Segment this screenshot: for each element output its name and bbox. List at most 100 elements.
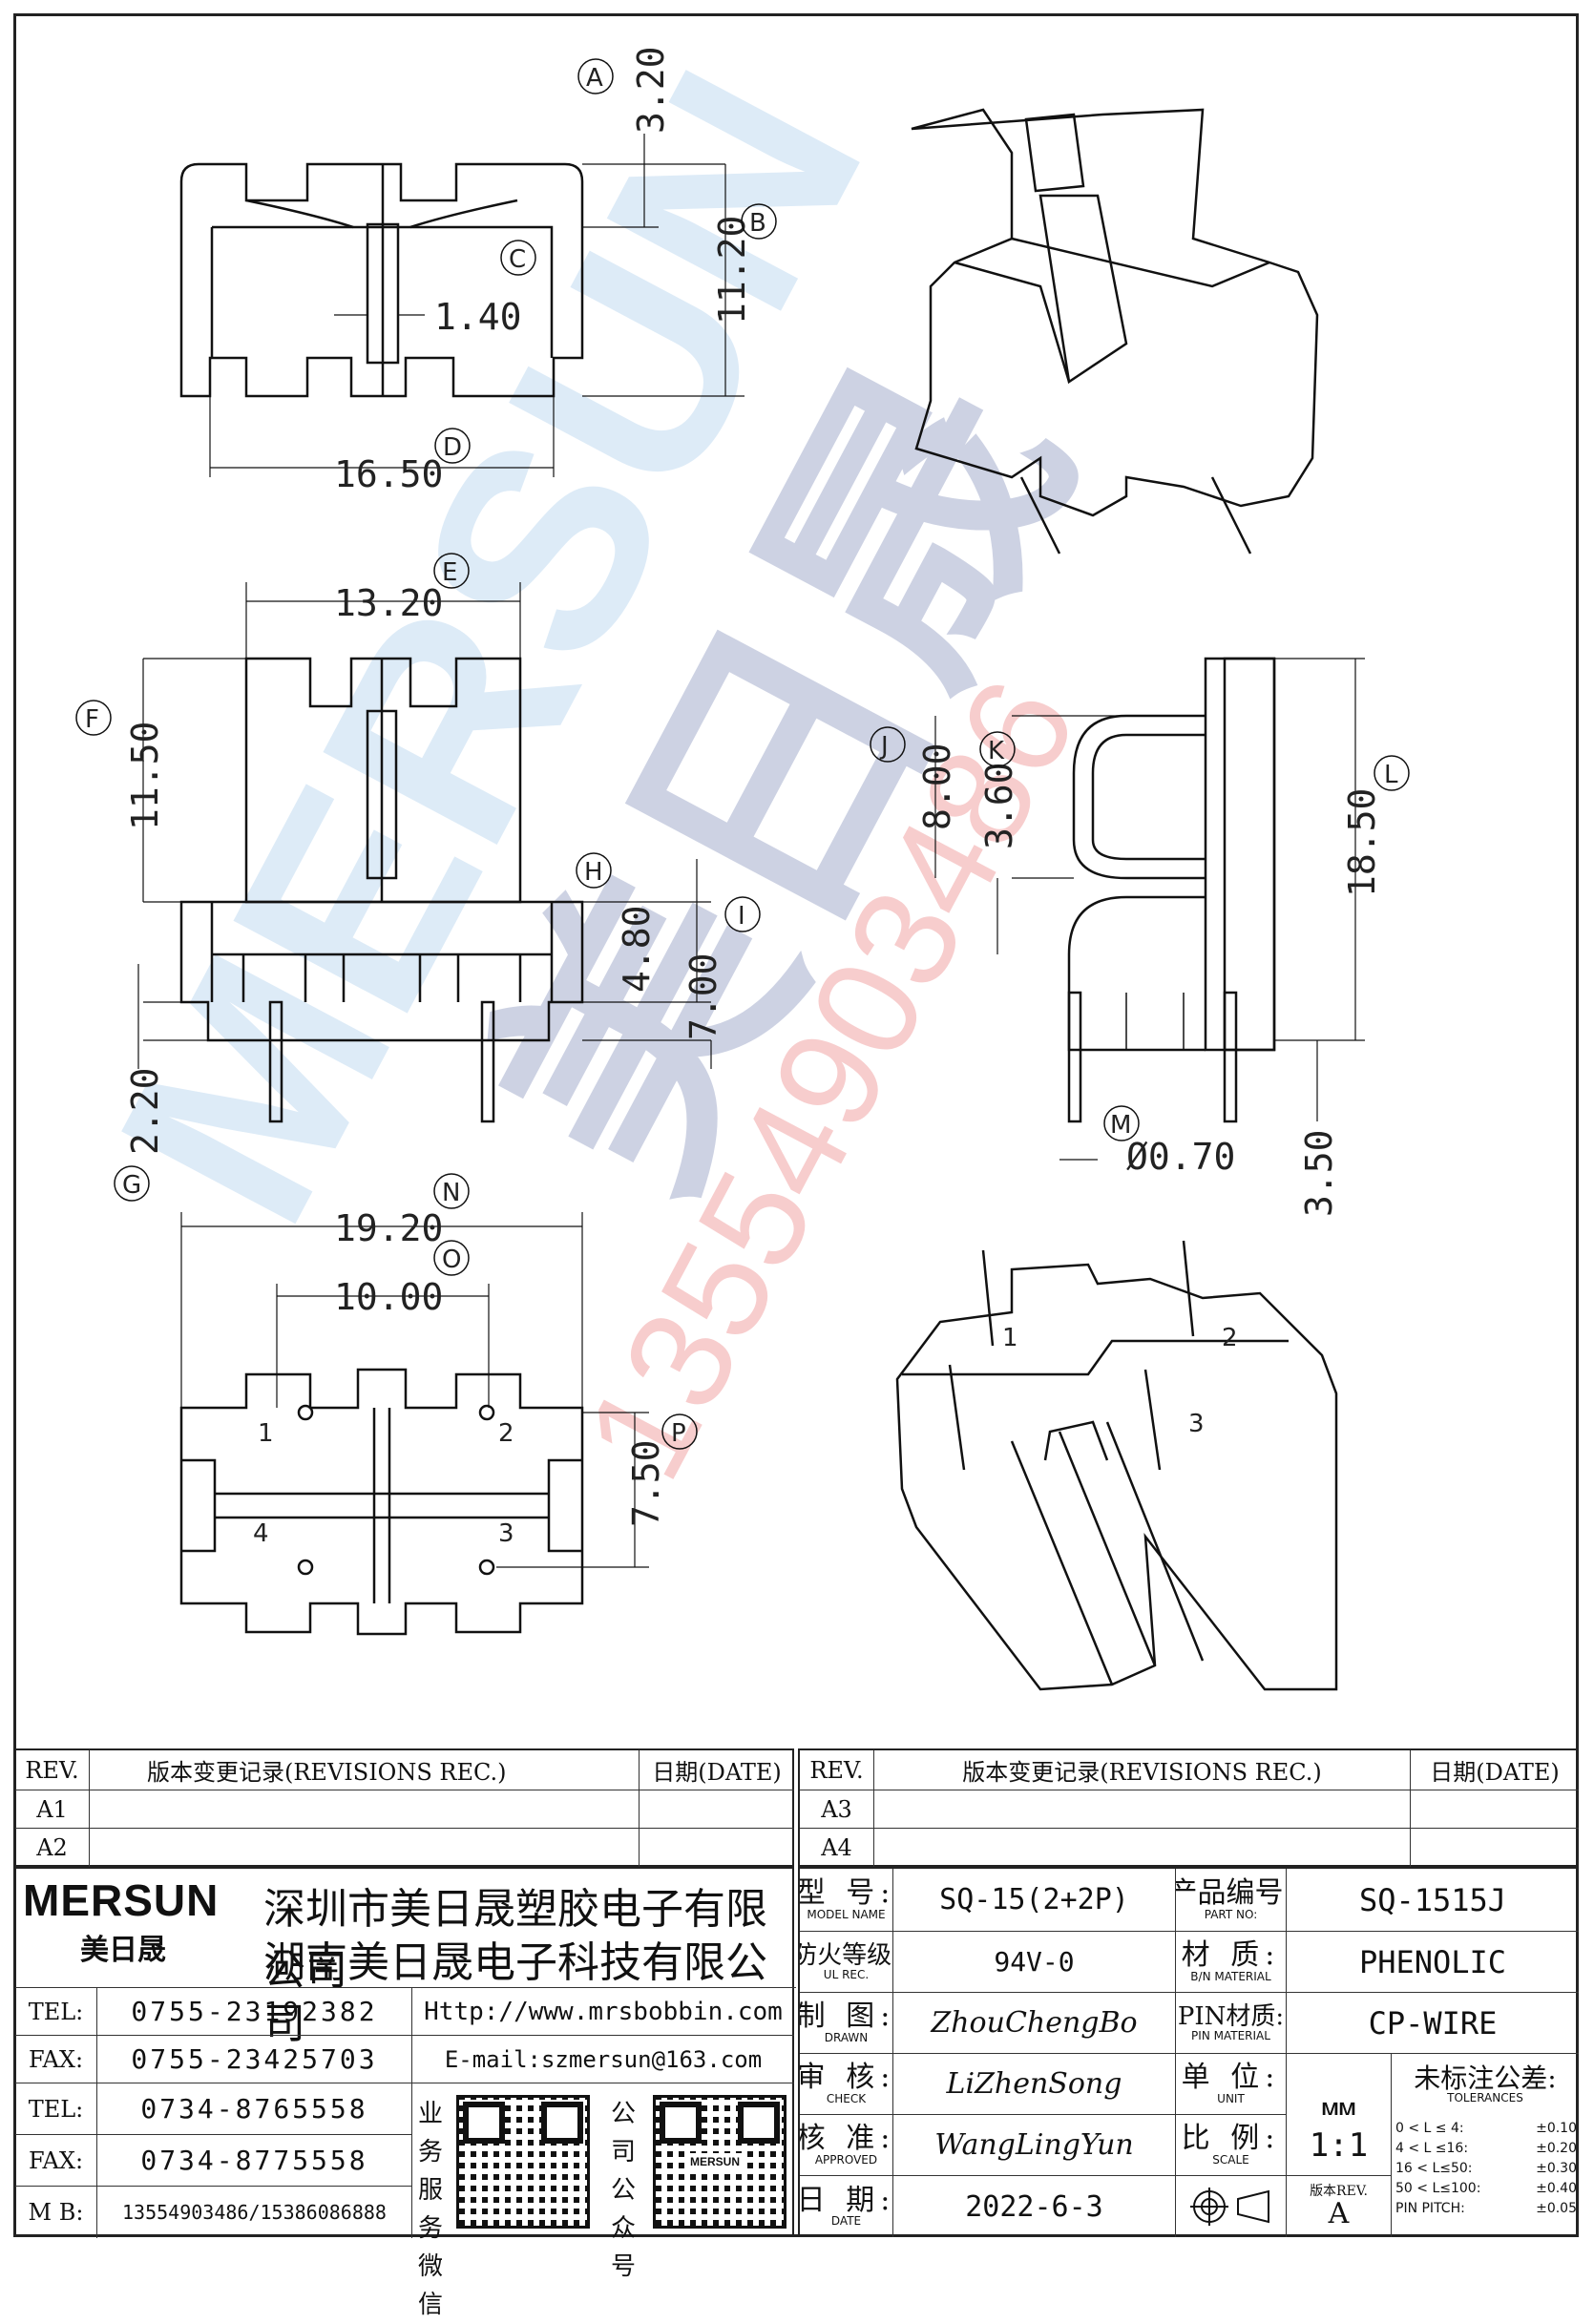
rev-header: REV.: [15, 1750, 90, 1790]
date-label: 日 期:: [800, 2183, 893, 2217]
svg-text:O: O: [442, 1246, 461, 1274]
fax-label-1: FAX:: [15, 2036, 97, 2083]
svg-text:H: H: [584, 858, 603, 887]
dim-7-00: 7.00: [682, 953, 724, 1040]
pinmat-label-cell: PIN材质: PIN MATERIAL: [1176, 1993, 1287, 2054]
check-label-en: CHECK: [826, 2091, 867, 2105]
ul-value: 94V-0: [893, 1932, 1176, 1993]
svg-text:A: A: [586, 64, 603, 93]
callout-circles-bottom: N O P: [433, 1173, 698, 1450]
dim-2-20: 2.20: [124, 1067, 166, 1155]
rec-header-right: 版本变更记录(REVISIONS REC.): [874, 1750, 1411, 1790]
rec-header: 版本变更记录(REVISIONS REC.): [90, 1750, 640, 1790]
dim-18-50: 18.50: [1341, 788, 1383, 897]
svg-text:J: J: [879, 732, 889, 761]
email-link[interactable]: E-mail:szmersun@163.com: [412, 2036, 794, 2083]
website-link[interactable]: Http://www.mrsbobbin.com: [412, 1988, 794, 2036]
mat-value: PHENOLIC: [1287, 1932, 1579, 1993]
pin-label-4: 4: [253, 1519, 269, 1548]
watermark: MERSUN 美日晟 13554903486: [57, 23, 1125, 1503]
fax-value-1: 0755-23425703: [97, 2036, 412, 2083]
model-value: SQ-15(2+2P): [893, 1869, 1176, 1932]
tel-label-1: TEL:: [15, 1988, 97, 2036]
dim-13-20: 13.20: [334, 582, 443, 624]
part-value: SQ-1515J: [1287, 1869, 1579, 1932]
front-view: [137, 582, 712, 1123]
dim-11-20: 11.20: [711, 216, 753, 325]
rec-row-a2: [90, 1829, 640, 1867]
iso-pin-1: 1: [1002, 1324, 1018, 1352]
side-view: [934, 657, 1365, 1161]
svg-text:M: M: [1110, 1111, 1131, 1140]
logo-cn: 美日晟: [80, 1934, 166, 1967]
tol-label-en: TOLERANCES: [1447, 2091, 1523, 2105]
iso-view-bottom: 1 2 3: [895, 1240, 1338, 1691]
rec-row-a4: [874, 1829, 1411, 1867]
mat-label-cell: 材 质: B/N MATERIAL: [1176, 1932, 1287, 1993]
svg-text:P: P: [671, 1419, 686, 1448]
dim-3-50: 3.50: [1298, 1129, 1340, 1217]
drawn-label: 制 图:: [800, 1999, 893, 2034]
pin-label-2: 2: [498, 1419, 514, 1448]
date-row-a3: [1411, 1790, 1579, 1829]
qr-label-official: 公司公众号: [611, 2100, 637, 2281]
tel-value-2: 0734-8765558: [97, 2083, 412, 2135]
callout-circles-front: E F H I G: [75, 553, 761, 1202]
projection-symbol: [1176, 2176, 1287, 2237]
unit-label-cell: 单 位: UNIT: [1176, 2054, 1287, 2115]
svg-text:G: G: [122, 1171, 141, 1200]
tol-label-cell: 未标注公差: TOLERANCES: [1392, 2054, 1579, 2115]
scale-label: 比 例:: [1181, 2122, 1281, 2156]
technical-drawing: MERSUN 美日晟 13554903486 3.20 11.20 1.40 1…: [57, 23, 1410, 1691]
qr-code-business[interactable]: [456, 2095, 590, 2229]
date-row-a4: [1411, 1829, 1579, 1867]
dim-1-40: 1.40: [434, 296, 522, 338]
dim-4-80: 4.80: [616, 905, 658, 993]
dim-19-20: 19.20: [334, 1207, 443, 1249]
svg-text:I: I: [738, 902, 745, 931]
svg-text:F: F: [85, 705, 99, 734]
approved-value: WangLingYun: [893, 2115, 1176, 2176]
revision-table-left: REV. 版本变更记录(REVISIONS REC.) 日期(DATE) A1 …: [13, 1748, 794, 1867]
tel-value-1: 0755-23192382: [97, 1988, 412, 2036]
model-label-en: MODEL NAME: [807, 1907, 886, 1921]
dim-3-20: 3.20: [630, 46, 672, 134]
pin-label-1: 1: [258, 1419, 274, 1448]
ul-label-en: UL REC.: [823, 1967, 870, 1981]
unit-label-en: UNIT: [1217, 2091, 1245, 2105]
date-value: 2022-6-3: [893, 2176, 1176, 2237]
dim-10-00: 10.00: [334, 1276, 443, 1318]
ul-label: 防火等级:: [800, 1940, 892, 1970]
qr-label-business: 业务服务微信: [418, 2100, 444, 2319]
tolerance-row: 16 < L≤50:±0.30: [1395, 2161, 1577, 2176]
logo-text: MERSUN: [23, 1875, 220, 1925]
rev-cell: 版本REV. A: [1287, 2176, 1392, 2237]
part-label-cell: 产品编号: PART NO:: [1176, 1869, 1287, 1932]
company-name-1: 深圳市美日晟塑胶电子有限公司: [263, 1885, 767, 1995]
scale-label-en: SCALE: [1212, 2152, 1249, 2167]
pin-label-3: 3: [498, 1519, 514, 1548]
tol-label: 未标注公差:: [1414, 2062, 1557, 2094]
iso-pin-2: 2: [1222, 1324, 1238, 1352]
dim-11-50: 11.50: [124, 722, 166, 830]
part-label-en: PART NO:: [1204, 1907, 1258, 1921]
drawing-frame: [13, 13, 1579, 2237]
part-label: 产品编号:: [1176, 1876, 1287, 1911]
date-row-a2: [640, 1829, 794, 1867]
company-name-2: 湖南美日晟电子科技有限公司: [263, 1938, 767, 2048]
fax-label-2: FAX:: [15, 2135, 97, 2187]
company-logo: MERSUN 美日晟: [23, 1874, 262, 1979]
dim-3-60: 3.60: [978, 762, 1020, 849]
date-header: 日期(DATE): [640, 1750, 794, 1790]
tolerance-row: 0 < L ≤ 4:±0.10: [1395, 2121, 1577, 2136]
svg-text:K: K: [988, 737, 1005, 765]
top-view: [179, 134, 745, 477]
pinmat-label-en: PIN MATERIAL: [1191, 2028, 1270, 2042]
tolerance-list: 0 < L ≤ 4:±0.10 4 < L ≤16:±0.20 16 < L≤5…: [1395, 2119, 1577, 2219]
mb-value: 13554903486/15386086888: [97, 2187, 412, 2238]
rec-row-a1: [90, 1790, 640, 1829]
spec-block: 型 号: MODEL NAME SQ-15(2+2P) 产品编号: PART N…: [798, 1867, 1579, 2237]
tolerance-row: 50 < L≤100:±0.40: [1395, 2181, 1577, 2196]
unit-label: 单 位:: [1181, 2061, 1281, 2095]
qr-code-official[interactable]: MERSUN: [653, 2095, 787, 2229]
